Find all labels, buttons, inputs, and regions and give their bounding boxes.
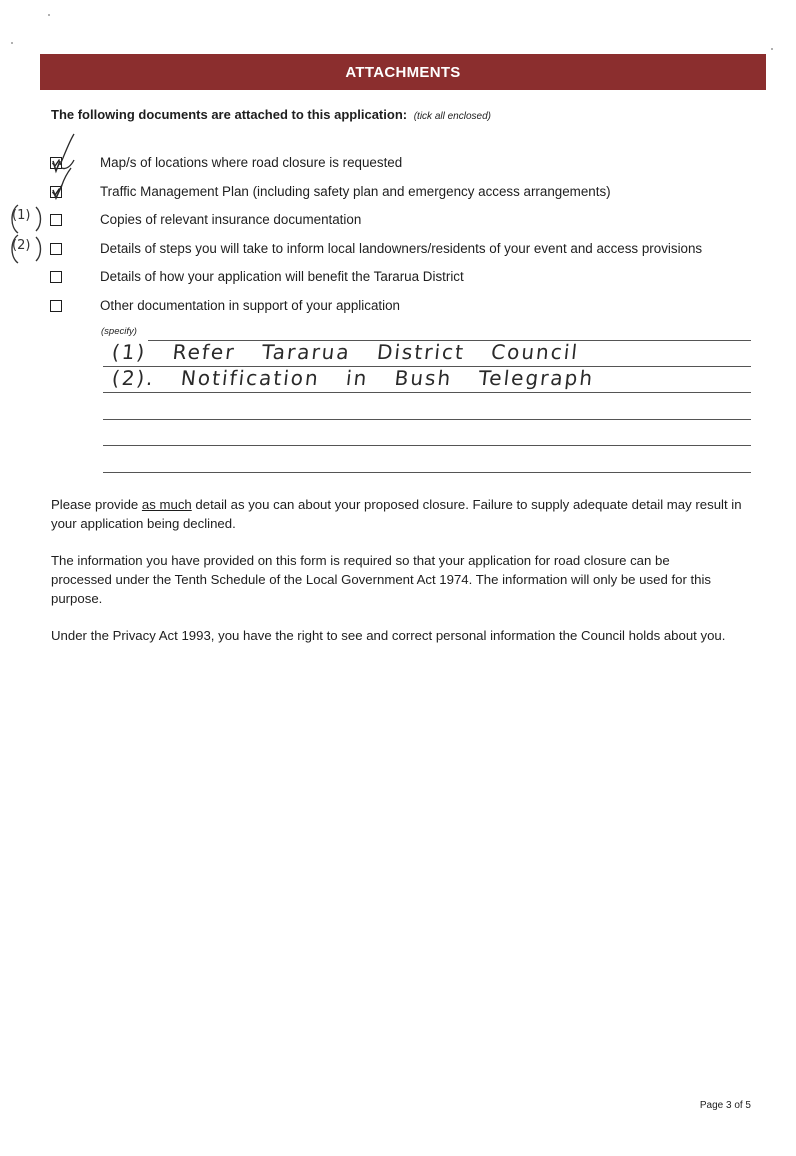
scan-speck bbox=[48, 14, 50, 16]
attachment-checkbox[interactable] bbox=[50, 214, 62, 226]
attachment-label: Map/s of locations where road closure is… bbox=[100, 155, 403, 170]
emphasis-text: as much bbox=[141, 497, 192, 512]
attachment-label: Details of how your application will ben… bbox=[100, 269, 464, 284]
attachment-checkbox[interactable] bbox=[50, 243, 62, 255]
intro-text: The following documents are attached to … bbox=[51, 107, 408, 122]
intro-note: (tick all enclosed) bbox=[413, 111, 491, 122]
margin-note-residents: (2) bbox=[12, 238, 31, 253]
handwritten-tick-icon bbox=[52, 133, 75, 201]
margin-notes: (1) (2) bbox=[8, 203, 44, 264]
attachment-label: Other documentation in support of your a… bbox=[100, 298, 400, 313]
attachment-label: Traffic Management Plan (including safet… bbox=[100, 184, 611, 199]
specify-label: (specify) bbox=[101, 326, 137, 337]
specify-line[interactable] bbox=[103, 472, 751, 473]
attachment-item-residents[interactable]: Details of steps you will take to inform… bbox=[50, 240, 702, 258]
attachment-item-benefit[interactable]: Details of how your application will ben… bbox=[50, 268, 464, 286]
purpose-paragraph: The information you have provided on thi… bbox=[51, 553, 712, 606]
attachment-checkbox[interactable] bbox=[50, 271, 62, 283]
paragraph-text: detail as you can about your proposed cl… bbox=[51, 497, 742, 531]
specify-line[interactable] bbox=[103, 445, 751, 446]
attachment-label: Details of steps you will take to inform… bbox=[100, 241, 703, 256]
scan-speck bbox=[11, 42, 13, 44]
attachments-intro: The following documents are attached to … bbox=[51, 107, 491, 122]
section-title: ATTACHMENTS bbox=[345, 63, 461, 81]
specify-line[interactable] bbox=[148, 340, 751, 341]
handwritten-line-2: (2). Notification in Bush Telegraph bbox=[110, 366, 596, 390]
scan-speck bbox=[771, 48, 773, 50]
handwritten-line-1: (1) Refer Tararua District Council bbox=[110, 340, 581, 364]
specify-line[interactable] bbox=[103, 419, 751, 420]
page-number: Page 3 of 5 bbox=[699, 1100, 751, 1111]
detail-paragraph: Please provide as much detail as you can… bbox=[51, 495, 763, 533]
specify-line[interactable] bbox=[103, 392, 751, 393]
section-header: ATTACHMENTS bbox=[40, 54, 766, 90]
attachment-item-insurance[interactable]: Copies of relevant insurance documentati… bbox=[50, 211, 361, 229]
attachment-label: Copies of relevant insurance documentati… bbox=[100, 212, 362, 227]
attachment-item-other[interactable]: Other documentation in support of your a… bbox=[50, 297, 400, 315]
attachment-item-traffic-plan[interactable]: Traffic Management Plan (including safet… bbox=[50, 183, 611, 201]
paragraph-text: Please provide bbox=[51, 497, 142, 512]
specify-line[interactable] bbox=[103, 366, 751, 367]
attachment-checkbox[interactable] bbox=[50, 300, 62, 312]
margin-note-insurance: (1) bbox=[12, 208, 31, 223]
margin-parentheses-icon bbox=[11, 204, 42, 264]
privacy-paragraph: Under the Privacy Act 1993, you have the… bbox=[51, 628, 726, 643]
